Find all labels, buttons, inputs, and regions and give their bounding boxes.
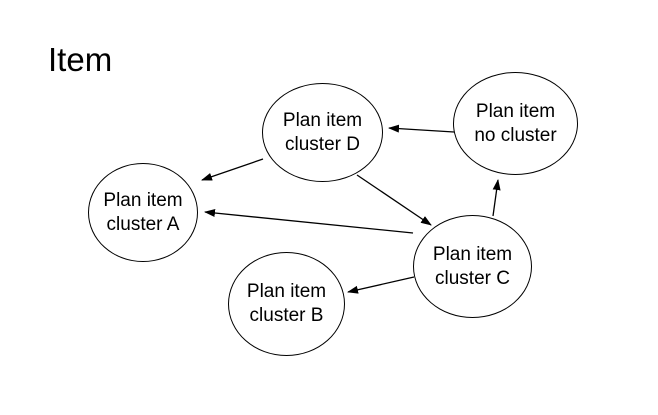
node-cluster-c-label: Plan item cluster C bbox=[432, 243, 513, 289]
page-title: Item bbox=[48, 41, 113, 78]
edge-no-cluster-to-cluster-d bbox=[388, 124, 455, 133]
node-no-cluster: Plan item no cluster bbox=[453, 72, 578, 175]
node-cluster-d-label: Plan item cluster D bbox=[282, 109, 363, 155]
node-cluster-b-label: Plan item cluster B bbox=[246, 281, 327, 326]
edge-cluster-c-to-cluster-a bbox=[204, 209, 414, 234]
node-cluster-a: Plan item cluster A bbox=[88, 163, 198, 262]
node-cluster-a-label: Plan item cluster A bbox=[103, 189, 183, 235]
edge-cluster-d-to-cluster-a bbox=[201, 158, 264, 181]
node-cluster-b: Plan item cluster B bbox=[228, 252, 345, 356]
node-cluster-d: Plan item cluster D bbox=[262, 83, 383, 182]
edge-cluster-d-to-cluster-c bbox=[356, 174, 432, 226]
node-cluster-c: Plan item cluster C bbox=[413, 215, 532, 318]
edge-cluster-c-to-no-cluster bbox=[492, 179, 501, 217]
edge-cluster-c-to-cluster-b bbox=[347, 276, 415, 294]
node-no-cluster-label: Plan item no cluster bbox=[474, 100, 557, 146]
